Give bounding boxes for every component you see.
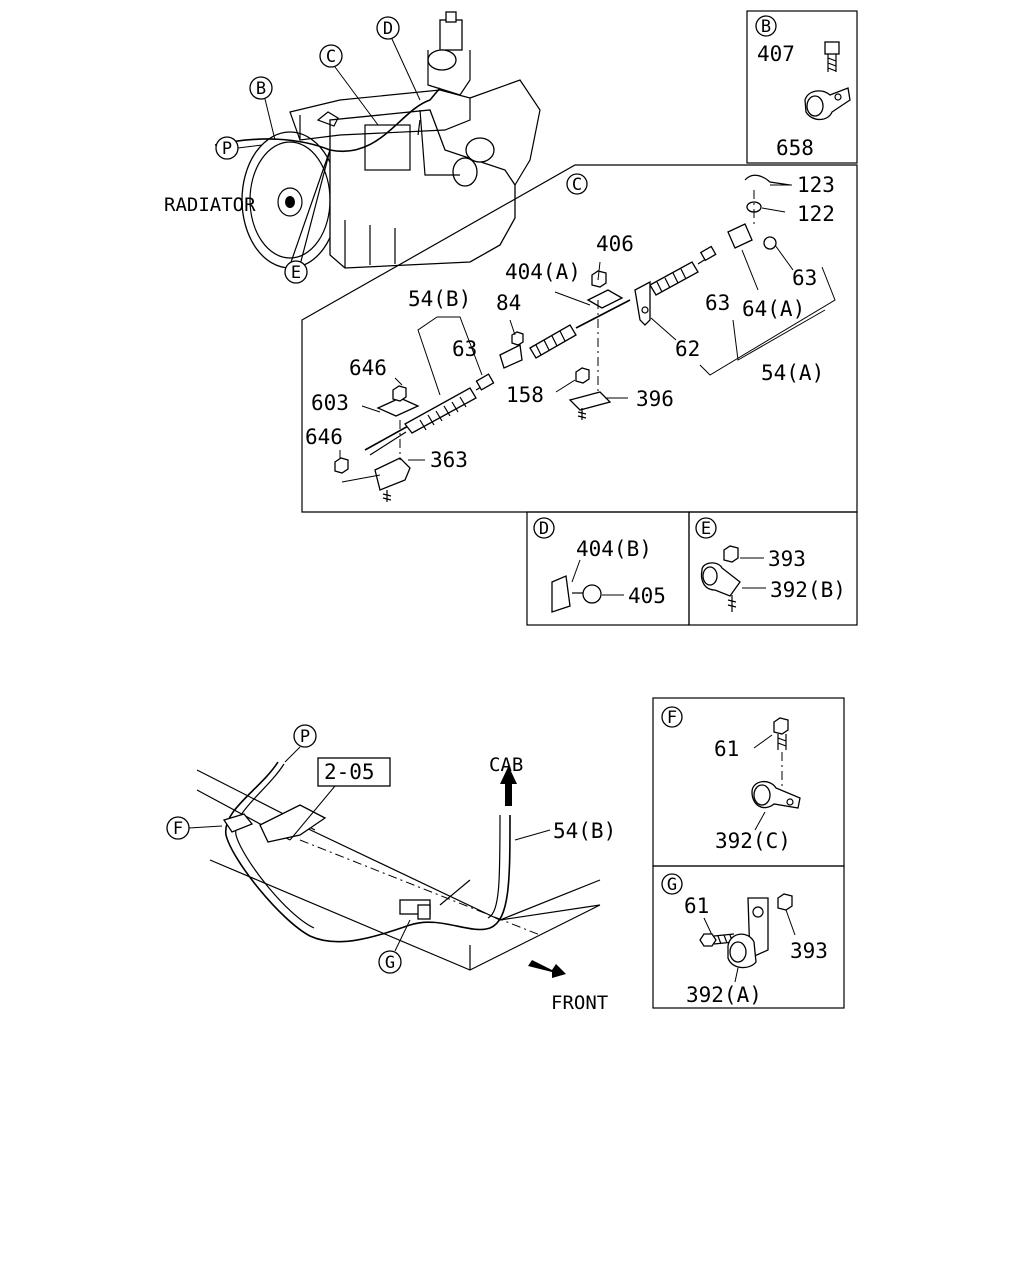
clip-icon xyxy=(751,781,801,809)
part-603-label: 603 xyxy=(311,391,349,415)
svg-text:G: G xyxy=(385,953,395,973)
svg-text:D: D xyxy=(539,519,549,539)
part-658-label: 658 xyxy=(776,136,814,160)
callout-d-engine: D xyxy=(376,16,421,101)
panel-e: E 393 392(B) xyxy=(688,511,858,626)
front-arrow xyxy=(528,960,566,978)
svg-text:D: D xyxy=(383,19,393,39)
callout-g-chassis: G xyxy=(378,919,411,974)
svg-text:F: F xyxy=(173,819,183,839)
callout-f-chassis: F xyxy=(166,816,223,840)
callout-p-chassis: P xyxy=(284,724,317,763)
reference-box-label: 2-05 xyxy=(324,760,375,784)
part-54b-top-label: 54(B) xyxy=(408,287,471,311)
svg-text:P: P xyxy=(300,727,310,747)
part-396-label: 396 xyxy=(636,387,674,411)
part-363-label: 363 xyxy=(430,448,468,472)
part-64a-label: 64(A) xyxy=(742,297,805,321)
part-392c-label: 392(C) xyxy=(715,829,791,853)
svg-text:B: B xyxy=(256,79,266,99)
part-405-label: 405 xyxy=(628,584,666,608)
svg-text:C: C xyxy=(572,175,582,195)
part-84-label: 84 xyxy=(496,291,521,315)
svg-text:P: P xyxy=(222,139,232,159)
panel-c: C xyxy=(301,164,858,513)
svg-text:E: E xyxy=(701,519,711,539)
part-62-label: 62 xyxy=(675,337,700,361)
clip-icon xyxy=(804,87,851,121)
chassis-illustration: 2-05 xyxy=(196,757,601,978)
part-646-top-label: 646 xyxy=(349,356,387,380)
part-54a-label: 54(A) xyxy=(761,361,824,385)
reference-box xyxy=(317,757,391,787)
part-61-g-label: 61 xyxy=(684,894,709,918)
svg-text:C: C xyxy=(326,47,336,67)
bracket-icon xyxy=(727,897,769,969)
part-646-bottom-label: 646 xyxy=(305,425,343,449)
radiator-label: RADIATOR xyxy=(164,194,256,216)
svg-text:G: G xyxy=(667,875,677,895)
part-404a-label: 404(A) xyxy=(505,260,581,284)
part-54b-bottom-label: 54(B) xyxy=(553,819,616,843)
part-392b-label: 392(B) xyxy=(770,578,846,602)
callout-b-engine: B xyxy=(249,76,276,141)
part-63-mid-label: 63 xyxy=(705,291,730,315)
panel-d: D 404(B) 405 xyxy=(526,511,690,626)
cable-assembly xyxy=(334,174,791,502)
part-406-label: 406 xyxy=(596,232,634,256)
front-label: FRONT xyxy=(551,992,608,1014)
panel-g: G 61 393 392(A) xyxy=(652,865,845,1009)
callout-p-engine: P xyxy=(215,136,263,160)
bolt-icon xyxy=(824,41,840,72)
part-404b-label: 404(B) xyxy=(576,537,652,561)
part-393-e-label: 393 xyxy=(768,547,806,571)
svg-text:E: E xyxy=(291,263,301,283)
bolt-icon xyxy=(773,717,789,750)
callout-e-engine: E xyxy=(284,260,308,284)
part-158-label: 158 xyxy=(506,383,544,407)
callout-c-engine: C xyxy=(319,44,379,126)
svg-text:B: B xyxy=(761,17,771,37)
part-393-g-label: 393 xyxy=(790,939,828,963)
panel-b: B 407 658 xyxy=(746,10,858,164)
part-63-left-label: 63 xyxy=(452,337,477,361)
svg-text:F: F xyxy=(667,708,677,728)
part-122-label: 122 xyxy=(797,202,835,226)
bolt-icon xyxy=(699,933,735,947)
part-123-label: 123 xyxy=(797,173,835,197)
cab-arrow xyxy=(500,766,517,806)
part-407-label: 407 xyxy=(757,42,795,66)
engine-illustration xyxy=(214,11,541,269)
panel-f: F 61 392(C) xyxy=(652,697,845,867)
part-63-right-label: 63 xyxy=(792,266,817,290)
cab-label: CAB xyxy=(489,754,523,776)
part-61-f-label: 61 xyxy=(714,737,739,761)
part-392a-label: 392(A) xyxy=(686,983,762,1007)
